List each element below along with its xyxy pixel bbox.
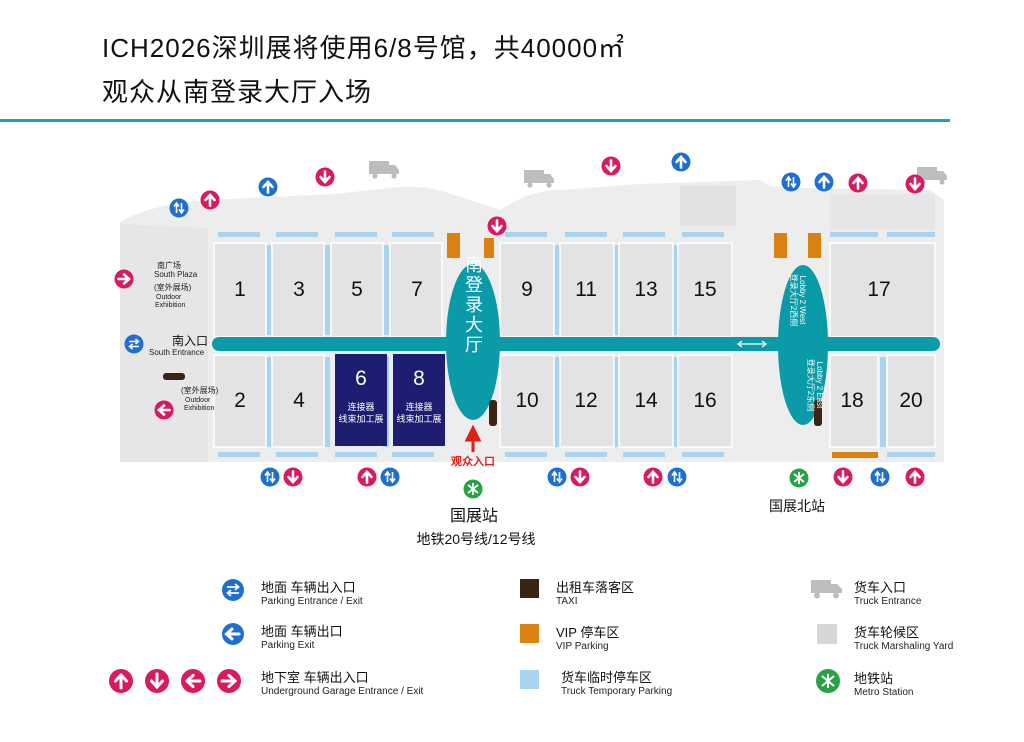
- legend-label-cn: 地下室 车辆出入口: [261, 670, 369, 685]
- hall-6-line1: 连接器: [347, 401, 374, 412]
- hall-1: [213, 242, 267, 338]
- station1-lines: 地铁20号线/12号线: [416, 531, 535, 547]
- legend-label-cn: VIP 停车区: [556, 625, 620, 640]
- hall-8: [393, 354, 445, 446]
- header-divider: [0, 119, 950, 122]
- legend-label-en: Metro Station: [854, 687, 914, 698]
- hall-13: [618, 242, 674, 338]
- legend-label-cn: 货车临时停车区: [561, 670, 653, 685]
- hall-14: [618, 354, 674, 448]
- legend-label-en: VIP Parking: [556, 641, 609, 652]
- legend-label-cn: 地面 车辆出口: [261, 624, 343, 639]
- hall-8-line1: 连接器: [405, 401, 432, 412]
- south-plaza-cn: 南广场: [157, 260, 181, 270]
- station1-label: 国展站: [450, 507, 498, 525]
- truck-icon: [811, 580, 842, 599]
- south-entrance-en: South Entrance: [149, 348, 205, 357]
- visitor-entrance-label: 观众入口: [451, 454, 495, 468]
- hall-label: 1: [234, 278, 246, 301]
- legend-label-en: Parking Exit: [261, 640, 315, 651]
- legend-label-cn: 地铁站: [854, 671, 894, 686]
- outdoor-cn: (室外展场): [154, 282, 192, 292]
- blue-two-way-icon: [222, 579, 244, 601]
- south-lobby-label: 南登录大厅: [463, 255, 483, 355]
- metro-icon: [816, 669, 840, 693]
- hall-11: [559, 242, 615, 338]
- hall-label: 14: [634, 389, 658, 412]
- outdoor-en-1b: Outdoor: [185, 397, 211, 404]
- hall-label: 5: [351, 278, 363, 301]
- page-subtitle: 观众从南登录大厅入场: [102, 77, 373, 107]
- hall-6-number: 6: [355, 367, 367, 390]
- hall-8-line2: 线束加工展: [396, 413, 441, 424]
- hall-label: 15: [693, 278, 716, 301]
- south-plaza-en: South Plaza: [154, 270, 198, 279]
- legend-label-cn: 出租车落客区: [556, 580, 635, 595]
- legend-label-en: Truck Marshaling Yard: [854, 641, 954, 652]
- magenta-arrows-icon: [109, 669, 241, 693]
- outdoor-en-1: Outdoor: [156, 294, 182, 301]
- hall-label: 16: [693, 389, 716, 412]
- legend-label-en: Truck Temporary Parking: [561, 686, 673, 697]
- outdoor-en-2: Exhibition: [155, 302, 185, 309]
- legend-label-en: TAXI: [556, 596, 578, 607]
- hall-2: [213, 354, 267, 448]
- hall-label: 7: [411, 278, 423, 301]
- lobby2-west-cn: 登录大厅2西侧: [789, 274, 799, 326]
- station2-label: 国展北站: [769, 498, 825, 514]
- legend-label-en: Truck Entrance: [854, 596, 922, 607]
- truck-parking-swatch: [520, 670, 539, 689]
- hall-label: 20: [899, 389, 922, 412]
- hall-7: [389, 242, 443, 338]
- hall-label: 11: [575, 278, 597, 301]
- hall-label: 18: [840, 389, 863, 412]
- hall-label: 9: [521, 278, 533, 301]
- hall-15: [677, 242, 733, 338]
- hall-label: 2: [234, 389, 246, 412]
- hall-label: 3: [293, 278, 305, 301]
- legend-label-cn: 货车入口: [854, 580, 907, 595]
- hall-9: [499, 242, 555, 338]
- blue-exit-arrow-icon: [222, 623, 244, 645]
- hall-label: 12: [574, 389, 597, 412]
- marshaling-swatch: [817, 624, 837, 644]
- legend-label-en: Underground Garage Entrance / Exit: [261, 686, 424, 697]
- legend-label-cn: 货车轮候区: [854, 625, 920, 640]
- legend-label-cn: 地面 车辆出入口: [261, 580, 356, 595]
- hall-18: [829, 354, 879, 448]
- legend-label-en: Parking Entrance / Exit: [261, 596, 363, 607]
- taxi-swatch: [520, 579, 539, 598]
- hall-5: [330, 242, 384, 338]
- hall-label: 4: [293, 389, 305, 412]
- vip-swatch: [520, 624, 539, 643]
- hall-label: 13: [634, 278, 657, 301]
- hall-6-line2: 线束加工展: [338, 413, 383, 424]
- hall-6: [335, 354, 387, 446]
- hall-8-number: 8: [413, 367, 425, 390]
- hall-17: [829, 242, 936, 338]
- venue-map: 1 3 5 7 2 4 9 11 13 15 10 12 14 16 17 18…: [113, 151, 947, 547]
- hall-20: [886, 354, 936, 448]
- hall-16: [677, 354, 733, 448]
- outdoor-en-2b: Exhibition: [184, 405, 214, 412]
- hall-label: 17: [867, 278, 890, 301]
- hall-3: [271, 242, 325, 338]
- outdoor-cn-2: (室外展场): [181, 385, 219, 395]
- hall-4: [271, 354, 325, 448]
- south-entrance-cn: 南入口: [172, 333, 208, 348]
- hall-12: [559, 354, 615, 448]
- lobby2-east-en: Lobby 2 East: [815, 362, 824, 409]
- hall-10: [499, 354, 555, 448]
- page-title: ICH2026深圳展将使用6/8号馆，共40000㎡: [102, 33, 626, 63]
- hall-label: 10: [515, 389, 538, 412]
- lobby2-east-cn: 登录大厅2东侧: [806, 359, 816, 411]
- lobby2-west-en: Lobby 2 West: [798, 276, 807, 326]
